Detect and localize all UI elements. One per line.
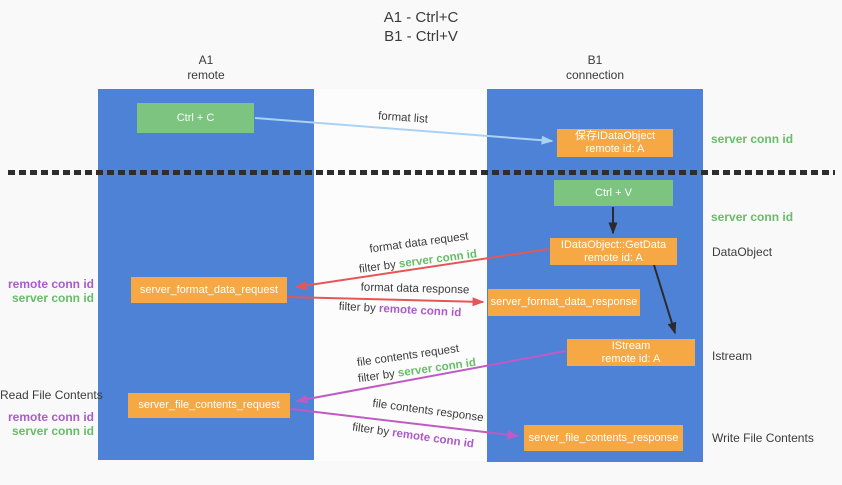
lane-b-role: connection	[565, 68, 625, 82]
getdata-line2: remote id: A	[584, 251, 643, 264]
server-conn-id-label-bottom-left: server conn id	[11, 424, 94, 438]
lane-b-name: B1	[587, 53, 603, 67]
lane-a-name: A1	[198, 53, 214, 67]
lane-b-header: B1 connection	[487, 53, 703, 83]
lane-a-role: remote	[187, 68, 225, 82]
ctrl-c-label: Ctrl + C	[176, 111, 215, 124]
title-line-1: A1 - Ctrl+C	[383, 9, 459, 26]
lane-a-header: A1 remote	[98, 53, 314, 83]
server-conn-id-label-top-right: server conn id	[711, 132, 794, 146]
write-file-contents-label: Write File Contents	[712, 431, 814, 445]
getdata-box: IDataObject::GetData remote id: A	[550, 238, 677, 265]
phase-separator-line	[8, 170, 835, 175]
ctrl-c-box: Ctrl + C	[137, 103, 254, 133]
ctrl-v-box: Ctrl + V	[554, 180, 673, 206]
save-dataobject-line2: remote id: A	[585, 143, 645, 155]
title-line-2: B1 - Ctrl+V	[384, 28, 458, 45]
server-conn-id-label-top-left: server conn id	[11, 291, 94, 305]
server-conn-id-label-mid-right: server conn id	[711, 210, 794, 224]
save-dataobject-line1: 保存IDataObject	[574, 130, 656, 142]
save-dataobject-box: 保存IDataObject remote id: A	[557, 129, 673, 157]
server-format-data-request-label: server_format_data_request	[139, 283, 279, 296]
istream-side-label: Istream	[712, 349, 753, 363]
server-file-contents-request-label: server_file_contents_request	[138, 399, 280, 411]
server-file-contents-request-box: server_file_contents_request	[128, 393, 290, 418]
remote-conn-id-label-top-left: remote conn id	[7, 277, 94, 291]
server-file-contents-response-label: server_file_contents_response	[528, 431, 679, 444]
server-file-contents-response-box: server_file_contents_response	[524, 425, 683, 451]
read-file-contents-label: Read File Contents	[0, 388, 103, 402]
istream-line1: IStream	[611, 339, 651, 352]
dataobject-label: DataObject	[712, 245, 773, 259]
istream-line2: remote id: A	[601, 352, 661, 365]
ctrl-v-label: Ctrl + V	[595, 186, 632, 199]
getdata-line1: IDataObject::GetData	[560, 238, 667, 251]
server-format-data-response-box: server_format_data_response	[488, 289, 640, 316]
diagram-title: A1 - Ctrl+C B1 - Ctrl+V	[0, 8, 842, 46]
filter-by-text: filter by	[338, 300, 380, 315]
server-format-data-request-box: server_format_data_request	[131, 277, 287, 303]
remote-conn-id-label-bottom-left: remote conn id	[7, 410, 94, 424]
server-format-data-response-label: server_format_data_response	[490, 296, 638, 308]
istream-box: IStream remote id: A	[567, 339, 695, 366]
